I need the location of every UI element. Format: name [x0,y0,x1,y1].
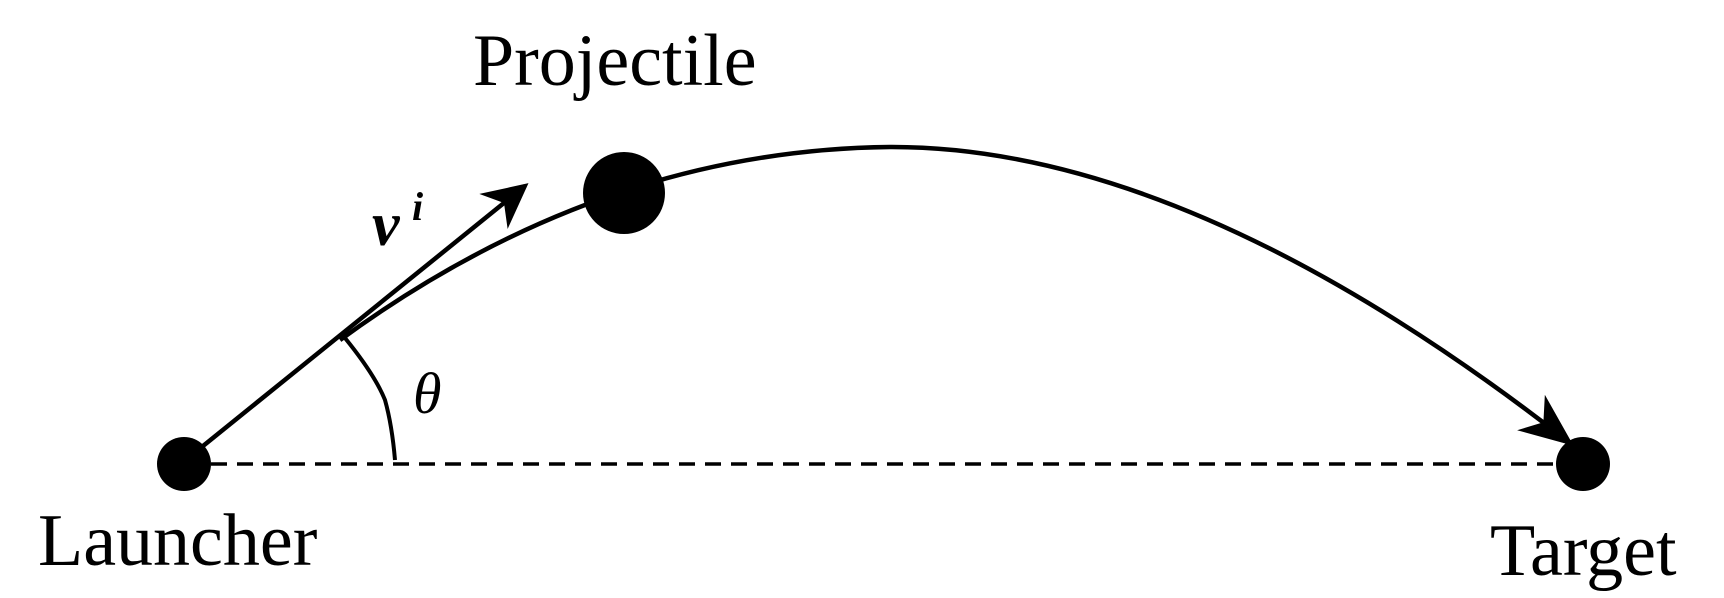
projectile-label: Projectile [473,20,757,102]
velocity-label: v [372,191,401,259]
projectile-ball [583,152,665,234]
velocity-superscript-label: i [412,184,423,229]
angle-theta-label: θ [413,361,442,426]
initial-velocity-arrow [201,183,529,448]
launcher-label: Launcher [38,500,317,582]
trajectory-curve [338,144,1574,446]
target-label: Target [1490,510,1677,592]
target-point [1556,437,1610,491]
launcher-point [157,437,211,491]
launch-angle-arc [343,336,397,461]
